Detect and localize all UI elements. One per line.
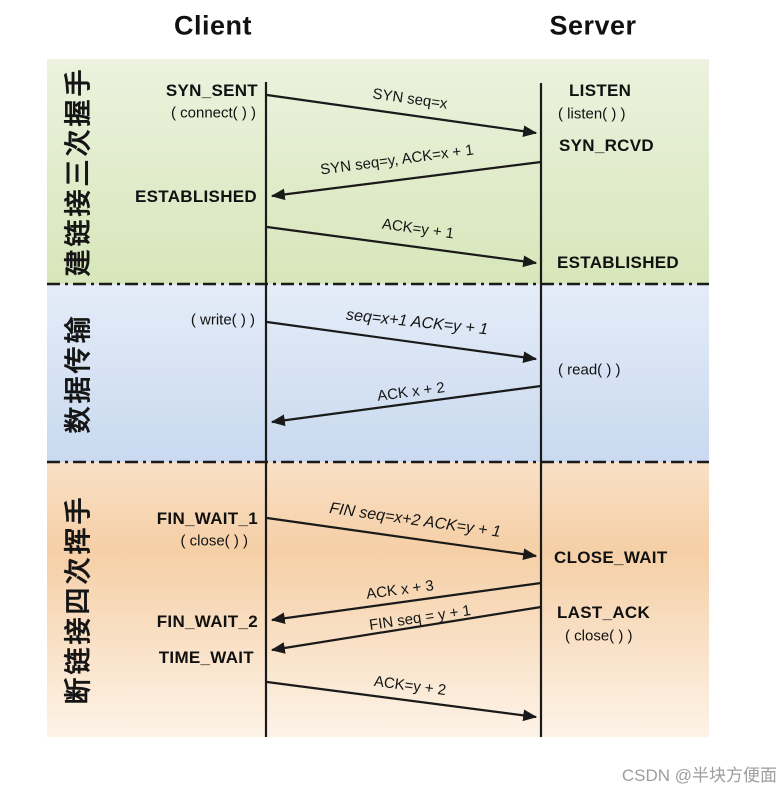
client-call-close: ( close( ) ): [180, 532, 249, 550]
section-label-wrap: 断链接四次挥手: [47, 462, 105, 737]
server-state-last-ack: LAST_ACK: [557, 603, 651, 622]
client-state-syn-sent: SYN_SENT: [165, 81, 258, 100]
csdn-watermark: CSDN @半块方便面: [621, 766, 777, 785]
server-call-listen: ( listen( ) ): [558, 105, 626, 123]
server-state-listen: LISTEN: [569, 81, 632, 100]
client-call-write: ( write( ) ): [190, 311, 255, 329]
client-state-time-wait: TIME_WAIT: [158, 648, 254, 667]
server-call-read: ( read( ) ): [558, 361, 621, 379]
section-label-handshake: 建链接三次握手: [63, 66, 94, 277]
client-column-header: Client: [173, 10, 253, 41]
section-data-transfer: 数据传输: [47, 284, 709, 462]
section-label-data-transfer: 数据传输: [63, 313, 94, 433]
server-state-established: ESTABLISHED: [557, 253, 679, 272]
client-state-fin-wait-2: FIN_WAIT_2: [156, 612, 258, 631]
server-state-syn-rcvd: SYN_RCVD: [559, 136, 654, 155]
section-label-wrap: 数据传输: [47, 284, 105, 462]
section-label-wrap: 建链接三次握手: [47, 59, 105, 284]
section-label-teardown: 断链接四次挥手: [63, 494, 94, 705]
server-state-close-wait: CLOSE_WAIT: [554, 548, 668, 567]
client-state-established: ESTABLISHED: [135, 187, 257, 206]
server-call-close: ( close( ) ): [565, 627, 633, 645]
client-call-connect: ( connect( ) ): [170, 104, 256, 122]
server-column-header: Server: [549, 10, 637, 41]
client-state-fin-wait-1: FIN_WAIT_1: [156, 509, 258, 528]
